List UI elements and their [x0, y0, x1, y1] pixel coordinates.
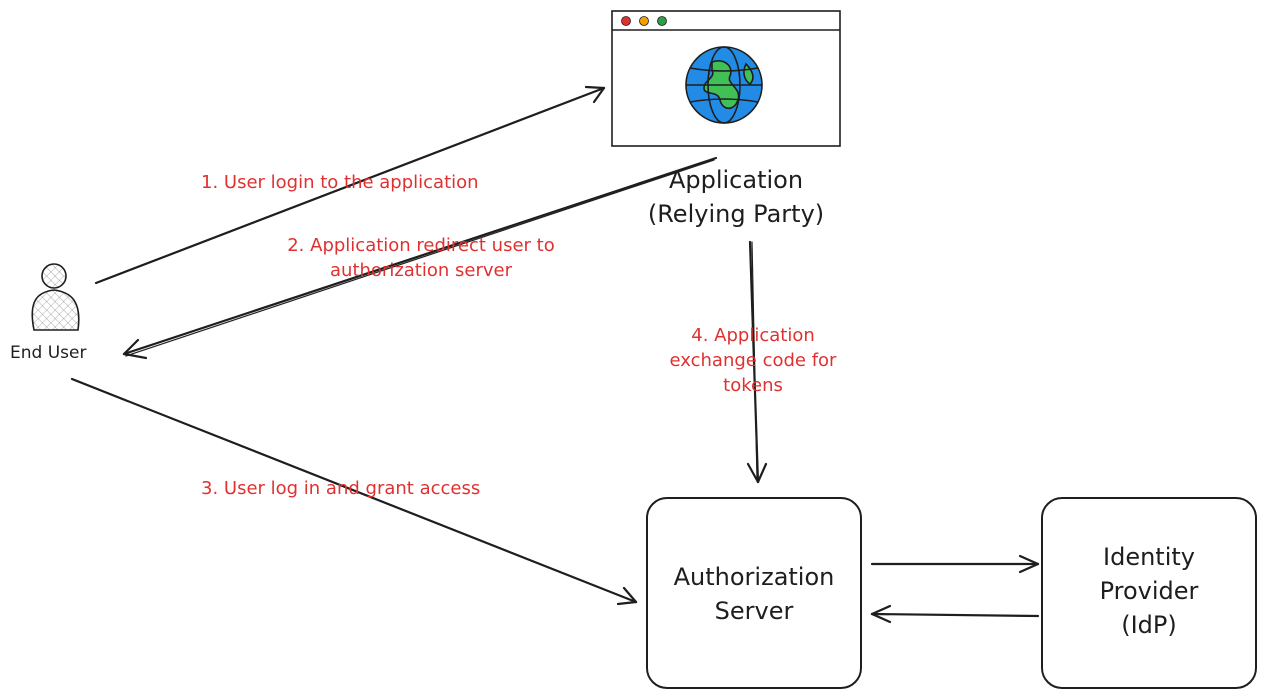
- step-2-label-line-1: 2. Application redirect user to: [287, 235, 555, 256]
- end-user-label: End User: [10, 343, 87, 363]
- step-4-label-line-3: tokens: [723, 375, 783, 396]
- application-label-line-1: Application: [668, 166, 804, 194]
- browser-window-icon: [611, 10, 841, 147]
- arrow-idp-to-as: [870, 604, 1040, 624]
- arrow-step-2: [122, 156, 718, 360]
- step-4-label-line-2: exchange code for: [669, 350, 837, 371]
- authorization-server-box: [646, 497, 862, 689]
- step-3-label: 3. User log in and grant access: [201, 478, 481, 499]
- identity-provider-label-line-1: Identity: [1103, 543, 1195, 571]
- step-4-label: 4. Application exchange code for tokens: [652, 323, 854, 398]
- application-label-line-2: (Relying Party): [647, 200, 825, 228]
- authorization-server-label: Authorization Server: [647, 560, 861, 628]
- arrow-step-3: [70, 377, 638, 606]
- step-1-label: 1. User login to the application: [201, 172, 479, 193]
- arrow-step-4: [746, 240, 768, 484]
- authorization-server-label-line-1: Authorization: [673, 563, 835, 591]
- window-maximize-dot-icon: [657, 16, 667, 26]
- application-label: Application (Relying Party): [626, 163, 846, 231]
- identity-provider-label: Identity Provider (IdP): [1042, 540, 1256, 642]
- arrow-step-1: [94, 85, 606, 285]
- identity-provider-label-line-3: (IdP): [1121, 611, 1177, 639]
- step-2-label-line-2: authorization server: [330, 260, 512, 281]
- identity-provider-box: [1041, 497, 1257, 689]
- user-icon: [31, 263, 80, 331]
- identity-provider-label-line-2: Provider: [1099, 577, 1199, 605]
- step-4-label-line-1: 4. Application: [691, 325, 815, 346]
- arrow-as-to-idp: [870, 554, 1040, 574]
- authorization-server-label-line-2: Server: [714, 597, 794, 625]
- window-minimize-dot-icon: [639, 16, 649, 26]
- window-close-dot-icon: [621, 16, 631, 26]
- step-2-label: 2. Application redirect user to authoriz…: [266, 233, 576, 283]
- globe-icon: [685, 46, 763, 124]
